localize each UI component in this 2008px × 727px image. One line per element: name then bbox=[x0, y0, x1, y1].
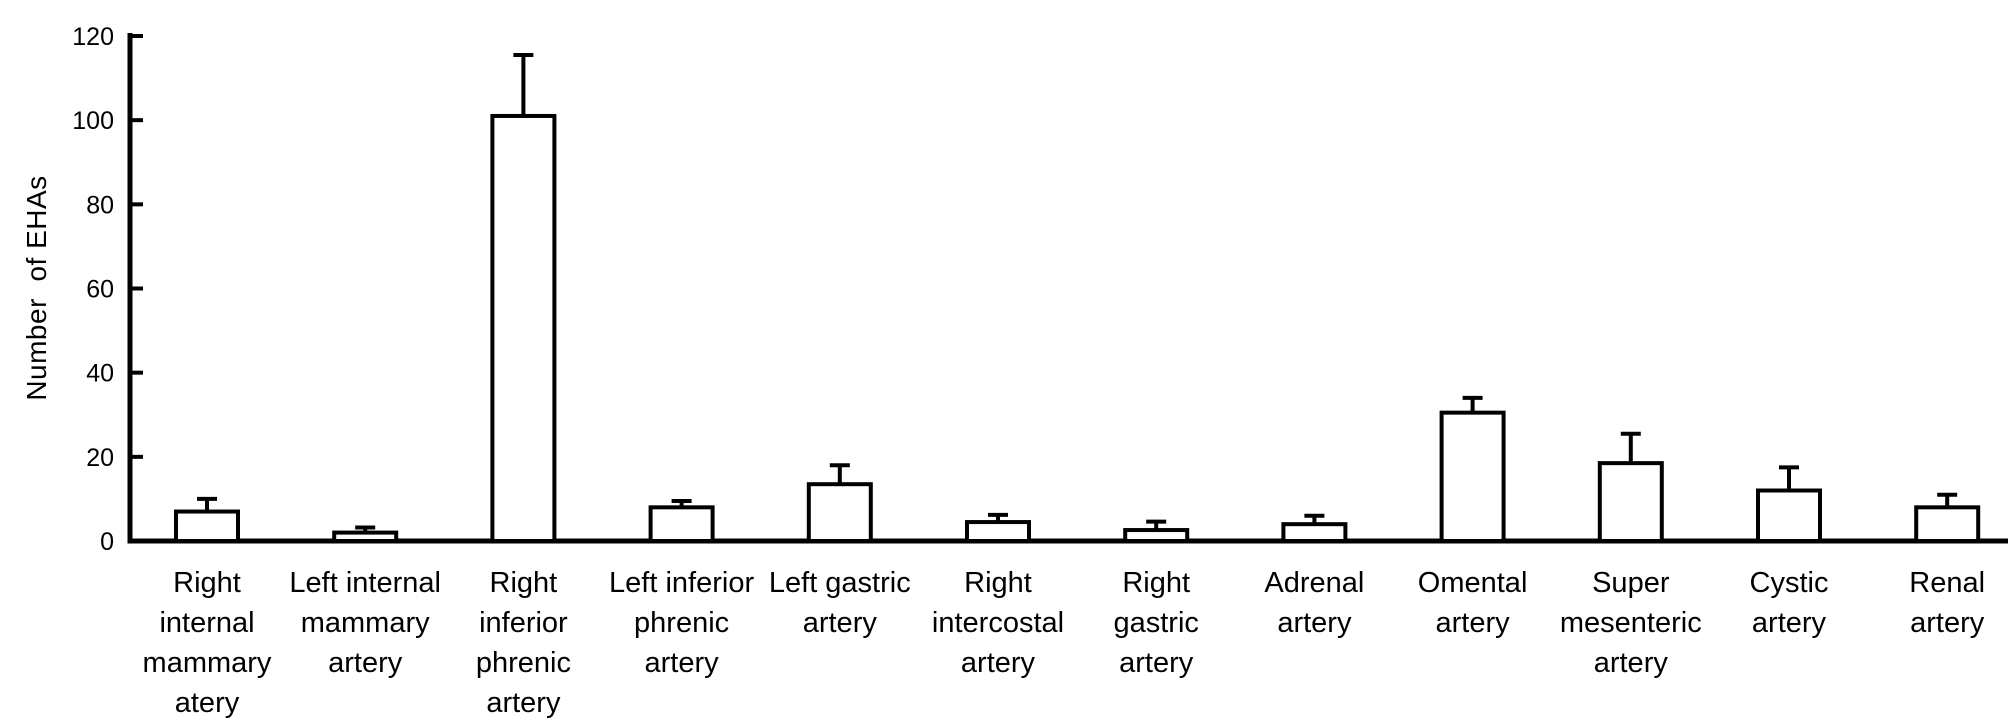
y-tick-label: 80 bbox=[86, 191, 114, 219]
bar bbox=[806, 482, 873, 543]
y-tick-label: 120 bbox=[72, 23, 114, 51]
bar bbox=[1914, 505, 1981, 544]
bar bbox=[1439, 410, 1506, 544]
bar bbox=[174, 509, 240, 543]
bar bbox=[1756, 488, 1822, 543]
y-tick-label: 40 bbox=[86, 360, 114, 388]
bar bbox=[965, 520, 1031, 543]
bar bbox=[332, 530, 399, 543]
bar bbox=[648, 505, 715, 544]
bar bbox=[490, 113, 557, 543]
y-tick-label: 100 bbox=[72, 107, 114, 135]
y-tick-label: 20 bbox=[86, 444, 114, 472]
bar bbox=[1281, 522, 1348, 544]
bar bbox=[1597, 461, 1664, 544]
bar bbox=[1123, 528, 1190, 544]
y-tick-label: 0 bbox=[100, 528, 114, 556]
y-tick-label: 60 bbox=[86, 276, 114, 304]
